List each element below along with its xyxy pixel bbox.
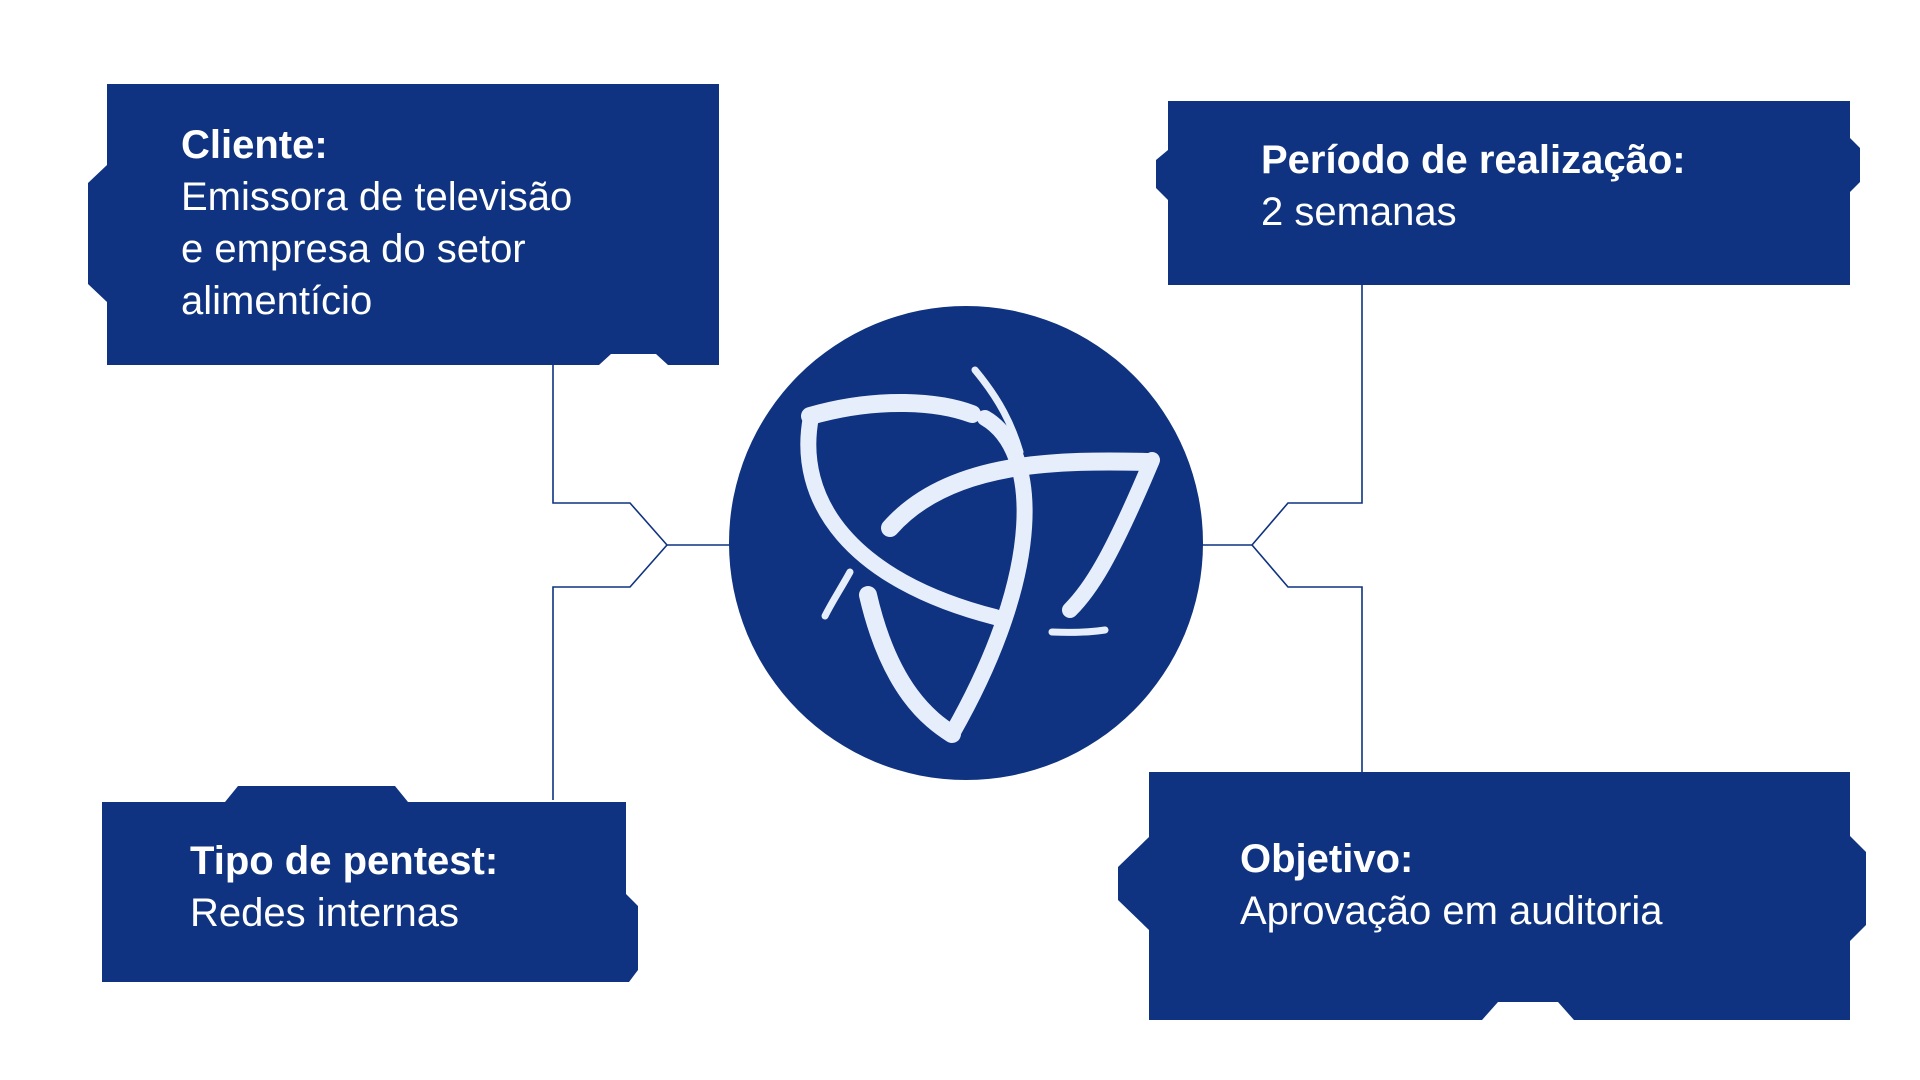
objetivo-label: Objetivo: [1240, 837, 1414, 881]
cliente-text: Cliente: Emissora de televisão e empresa… [181, 119, 572, 327]
card-objetivo [1118, 772, 1866, 1020]
connector-cliente [552, 365, 733, 546]
card-cliente [88, 84, 719, 365]
connector-tipo [552, 544, 668, 800]
periodo-text: Período de realização: 2 semanas [1261, 134, 1686, 238]
objetivo-value: Aprovação em auditoria [1240, 889, 1663, 933]
triquetra-logo-icon [800, 366, 1160, 743]
card-periodo [1156, 101, 1860, 285]
connectors [552, 285, 1363, 800]
cliente-value: Emissora de televisão e empresa do setor… [181, 175, 573, 323]
connector-periodo [1200, 285, 1363, 546]
card-tipo [102, 786, 638, 982]
tipo-label: Tipo de pentest: [190, 839, 499, 883]
connector-objetivo [1251, 544, 1363, 772]
periodo-label: Período de realização: [1261, 138, 1686, 182]
cliente-label: Cliente: [181, 123, 328, 167]
periodo-value: 2 semanas [1261, 190, 1457, 234]
tipo-text: Tipo de pentest: Redes internas [190, 835, 498, 939]
objetivo-text: Objetivo: Aprovação em auditoria [1240, 833, 1662, 937]
tipo-value: Redes internas [190, 891, 460, 935]
logo-circle [729, 306, 1203, 780]
center-logo [729, 306, 1203, 780]
